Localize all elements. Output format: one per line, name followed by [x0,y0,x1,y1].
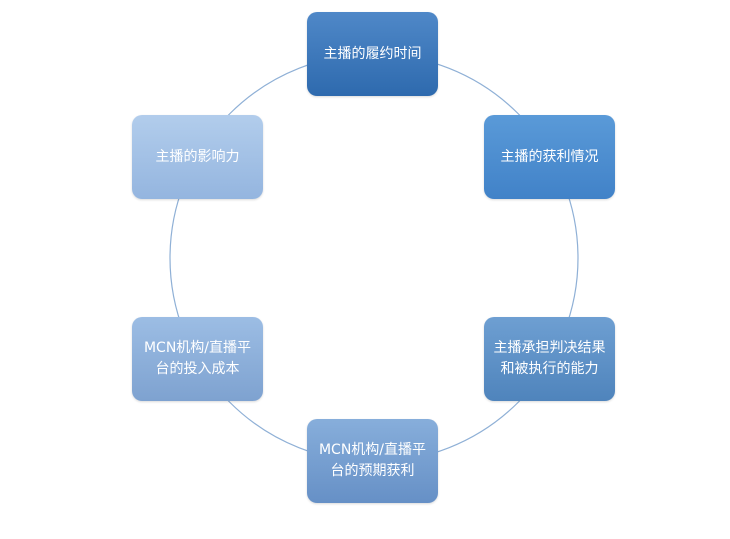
node-profit-status-label: 主播的获利情况 [500,148,599,165]
node-expected-profit: MCN机构/直播平台的预期获利 [307,419,438,503]
node-fulfillment-time-label: 主播的履约时间 [323,45,422,62]
node-influence: 主播的影响力 [132,115,263,199]
node-expected-profit-label: MCN机构/直播平台的预期获利 [318,442,427,479]
node-investment-cost-label: MCN机构/直播平台的投入成本 [143,340,252,377]
node-profit-status: 主播的获利情况 [484,115,615,199]
node-enforcement-ability-label: 主播承担判决结果和被执行的能力 [493,340,606,377]
node-investment-cost: MCN机构/直播平台的投入成本 [132,317,263,401]
node-influence-label: 主播的影响力 [155,148,240,165]
node-fulfillment-time: 主播的履约时间 [307,12,438,96]
node-enforcement-ability: 主播承担判决结果和被执行的能力 [484,317,615,401]
